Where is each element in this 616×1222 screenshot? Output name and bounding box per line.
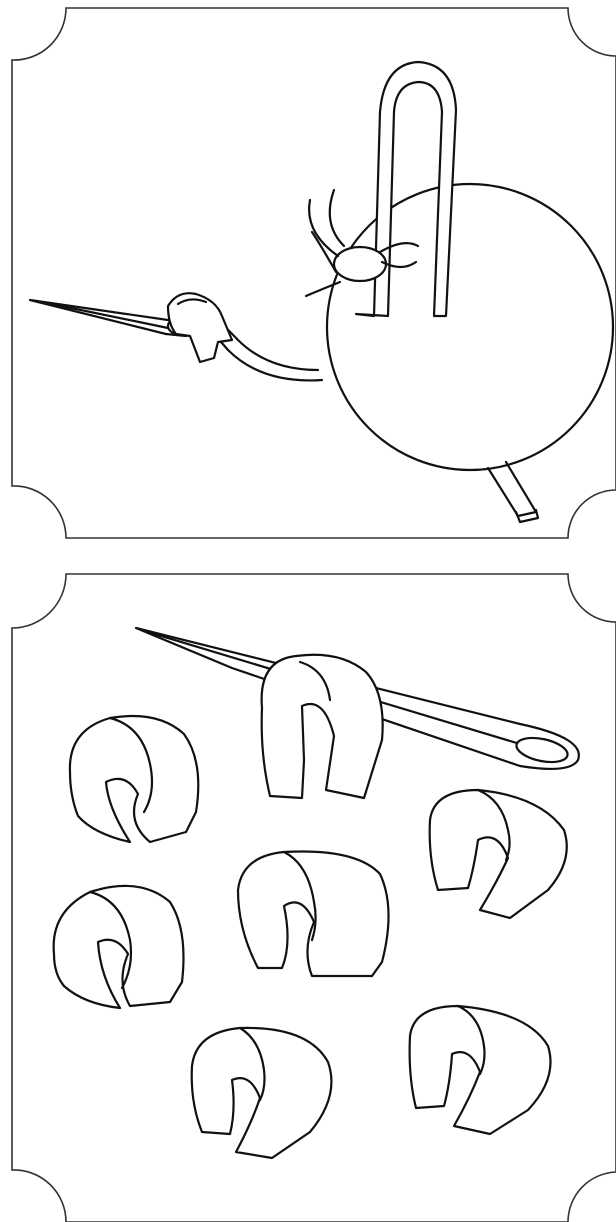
ribbon-loop-icon: [238, 851, 389, 976]
bottom-panel: [12, 574, 616, 1222]
top-panel: [12, 8, 616, 538]
